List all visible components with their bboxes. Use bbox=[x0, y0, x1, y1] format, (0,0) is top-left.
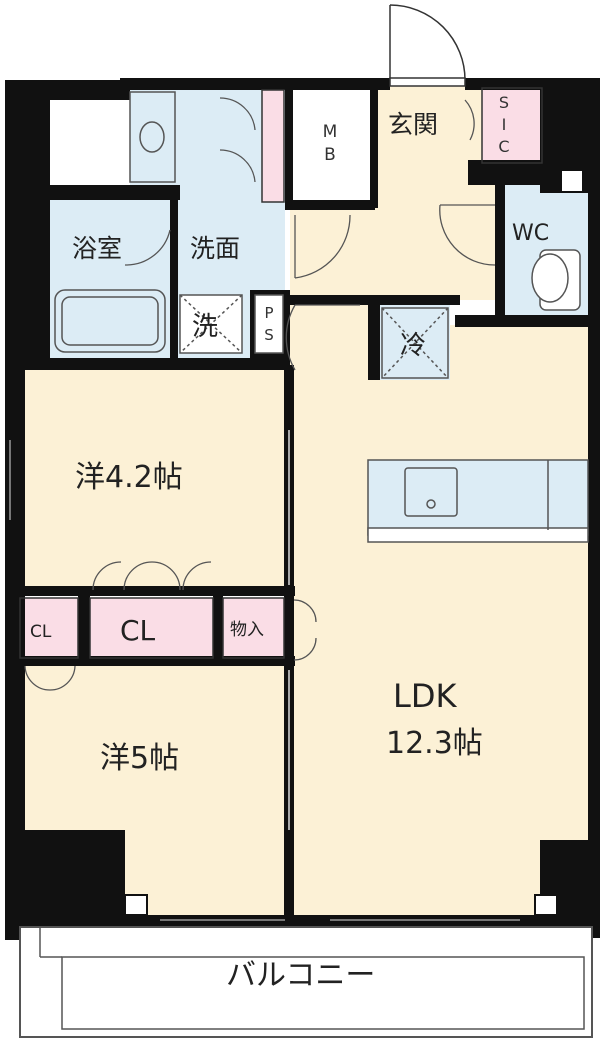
wall-bottom bbox=[5, 915, 600, 927]
kitchen-counter bbox=[367, 459, 589, 536]
column-marks bbox=[124, 169, 584, 916]
hall-floor bbox=[290, 205, 500, 300]
column-mark-bottom-left bbox=[124, 894, 148, 916]
wall-closet-top bbox=[5, 586, 295, 596]
label-western1: 洋4.2帖 bbox=[75, 460, 183, 495]
wall-mb-bottom bbox=[285, 200, 375, 210]
labels: 玄関 S I C M B WC 浴室 洗面 洗 P S 冷 洋4.2帖 CL C… bbox=[30, 93, 549, 993]
wall-bath-top bbox=[45, 185, 180, 200]
wall-wash-bottom bbox=[45, 358, 290, 370]
wall-mb-left bbox=[285, 88, 293, 208]
label-western2: 洋5帖 bbox=[100, 741, 179, 776]
wall-mb-right bbox=[370, 88, 378, 208]
wall-sic-bottom bbox=[468, 160, 548, 185]
wall-divider-vertical bbox=[284, 365, 294, 925]
storage-floor bbox=[222, 598, 284, 658]
label-bath: 浴室 bbox=[72, 234, 122, 263]
label-mb-b: B bbox=[324, 145, 336, 165]
label-ps-s: S bbox=[264, 326, 274, 344]
label-storage: 物入 bbox=[230, 620, 264, 640]
bathtub bbox=[54, 289, 166, 353]
wall-wc-left bbox=[495, 180, 505, 320]
label-cl-big: CL bbox=[120, 614, 156, 647]
balcony bbox=[19, 926, 593, 1038]
wall-fridge-left bbox=[368, 295, 380, 380]
interior-doors bbox=[24, 97, 496, 691]
label-washroom: 洗面 bbox=[190, 234, 240, 263]
wall-bottom-left-block bbox=[5, 830, 125, 925]
column-mark-top-right bbox=[560, 169, 584, 193]
mb-floor bbox=[290, 88, 368, 200]
label-ldk-size: 12.3帖 bbox=[386, 726, 483, 761]
label-wc: WC bbox=[512, 221, 549, 246]
washbasin bbox=[129, 91, 176, 183]
wall-closet-div2 bbox=[213, 590, 223, 660]
column-mark-bottom-right bbox=[534, 894, 558, 916]
wall-closet-bottom bbox=[5, 656, 295, 666]
label-washer: 洗 bbox=[192, 312, 218, 342]
label-balcony: バルコニー bbox=[226, 958, 375, 993]
label-mb-m: M bbox=[323, 122, 338, 142]
walls bbox=[5, 78, 600, 940]
wall-wc-bottom bbox=[455, 315, 600, 327]
wall-top bbox=[120, 78, 390, 90]
balcony-inner bbox=[61, 956, 585, 1030]
wall-right bbox=[588, 78, 600, 938]
label-ps-p: P bbox=[264, 304, 273, 322]
powder-floor bbox=[130, 90, 180, 185]
western1-floor bbox=[10, 370, 290, 590]
label-ldk: LDK bbox=[393, 677, 457, 715]
label-cl-small: CL bbox=[30, 622, 52, 642]
label-sic-s: S bbox=[499, 93, 509, 112]
sic-floor bbox=[482, 88, 542, 163]
label-sic-i: I bbox=[502, 115, 507, 134]
ps-box bbox=[254, 294, 284, 354]
windows bbox=[9, 440, 520, 921]
balcony-outline bbox=[19, 926, 593, 1038]
fixtures bbox=[19, 87, 589, 659]
wall-left-block bbox=[5, 80, 25, 940]
kitchen-sink bbox=[404, 467, 458, 517]
ldk-floor bbox=[290, 325, 590, 920]
cl-small-floor bbox=[20, 598, 78, 658]
label-fridge: 冷 bbox=[400, 331, 426, 361]
wall-closet-div1 bbox=[78, 590, 90, 660]
entrance-door bbox=[389, 4, 466, 87]
label-entrance: 玄関 bbox=[388, 110, 438, 139]
cl-big-floor bbox=[90, 598, 215, 658]
wall-bath-right bbox=[170, 195, 178, 365]
label-sic-c: C bbox=[498, 137, 509, 156]
